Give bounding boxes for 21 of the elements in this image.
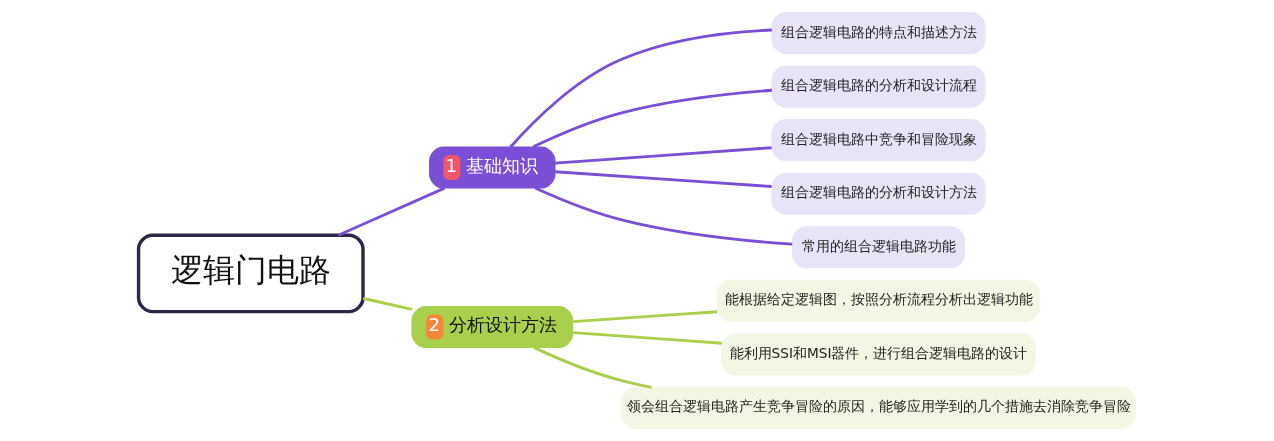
connector — [572, 310, 718, 323]
node-box: 组合逻辑电路的特点和描述方法 — [771, 12, 986, 55]
connector — [555, 146, 772, 165]
node-box: 能根据给定逻辑图，按照分析流程分析出逻辑功能 — [716, 279, 1041, 322]
node-box: 领会组合逻辑电路产生竞争冒险的原因，能够应用学到的几个措施去消除竞争冒险 — [621, 386, 1136, 429]
connector — [509, 28, 772, 148]
connector — [572, 331, 722, 345]
node-box: 能利用SSI和MSI器件，进行组合逻辑电路的设计 — [721, 333, 1036, 376]
node-box: 1 基础知识 — [429, 146, 556, 189]
node-box: 组合逻辑电路的分析和设计方法 — [771, 172, 986, 215]
node-box: 组合逻辑电路的分析和设计流程 — [771, 65, 986, 108]
node-box: 组合逻辑电路中竞争和冒险现象 — [771, 119, 986, 162]
node-box: 2 分析设计方法 — [411, 305, 574, 349]
connector — [362, 296, 413, 311]
connector — [533, 346, 652, 389]
node-box: 常用的组合逻辑电路功能 — [791, 226, 966, 269]
connector — [337, 186, 446, 237]
connector — [534, 186, 793, 246]
connector — [532, 88, 773, 149]
node-box: 逻辑门电路 — [136, 233, 365, 314]
connector — [555, 170, 772, 188]
